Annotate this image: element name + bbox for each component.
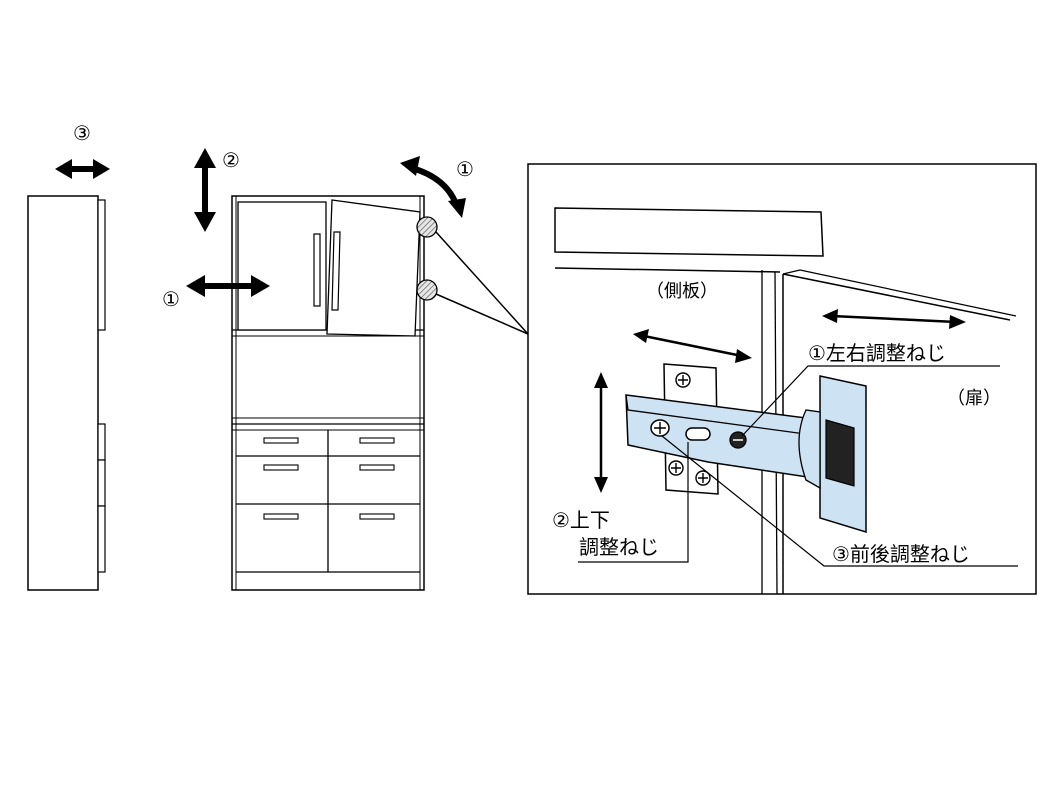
upper-hinge-marker [416,216,438,238]
drawer-handle [359,464,395,471]
right-door-handle [331,231,341,311]
side-panel [27,195,99,591]
drawer-edge-2 [97,459,106,507]
vertical-arrow-icon [194,148,216,232]
plate-screw-icon [668,460,684,476]
hinge-cup [825,419,855,487]
lower-hinge-marker [416,279,438,301]
cabinet-side-view: ③ [27,121,110,591]
door-top-edge [782,273,1011,321]
front-horizontal-marker: ① [162,287,180,311]
drawer-handle [359,437,395,444]
plate-screw-icon [695,470,711,486]
lr-screw-leader [741,365,1000,437]
door-corner [782,269,801,275]
side-panel-label: （側板） [646,281,718,302]
side-panel-top-edge [554,267,781,273]
drawer-edge-3 [97,505,106,573]
drawer-handle [359,513,395,520]
door-top-edge [799,269,1017,317]
depth-arrow-icon [55,159,110,179]
lr-adjust-arrow-icon [822,309,966,329]
ud-screw-label-line2: 調整ねじ [579,535,659,559]
ud-adjust-arrow-icon [594,372,608,493]
arm-slot [685,427,711,441]
top-board [554,207,824,257]
drawer-edge-1 [97,423,106,461]
fb-screw-label: ③前後調整ねじ [832,542,970,566]
lr-screw-label: ①左右調整ねじ [808,341,946,365]
callout-line [435,231,529,335]
hinge-arm-edge [625,394,821,437]
ud-screw-label-line1: ②上下 [552,508,610,532]
ud-screw-leader [578,442,689,563]
left-door-handle [313,233,321,307]
fb-screw-leader [661,435,1018,567]
hinge-knuckle [798,409,821,490]
front-vertical-marker: ② [222,148,240,172]
plate-screw-icon [675,372,691,388]
callout-line [435,293,529,335]
horizontal-arrow-icon [186,275,270,297]
drawer-handle [263,437,299,444]
door-label: （扉） [947,388,1001,409]
front-rotation-marker: ① [456,157,474,181]
drawer-handle [263,513,299,520]
fb-adjust-screw-icon [650,419,670,437]
drawer-handle [263,464,299,471]
side-view-marker: ③ [73,121,91,145]
hinge-detail-view: （側板） （扉） ①左右調整ねじ ②上下 調整ねじ ③前後調整ねじ [527,163,1037,595]
left-door [237,201,327,331]
rotation-arrow-icon [400,156,466,218]
cabinet-front-view: ② ① ① [162,148,529,591]
depth-adjust-arrow-icon [633,329,752,363]
upper-door-edge [97,199,106,331]
right-door [326,199,421,337]
